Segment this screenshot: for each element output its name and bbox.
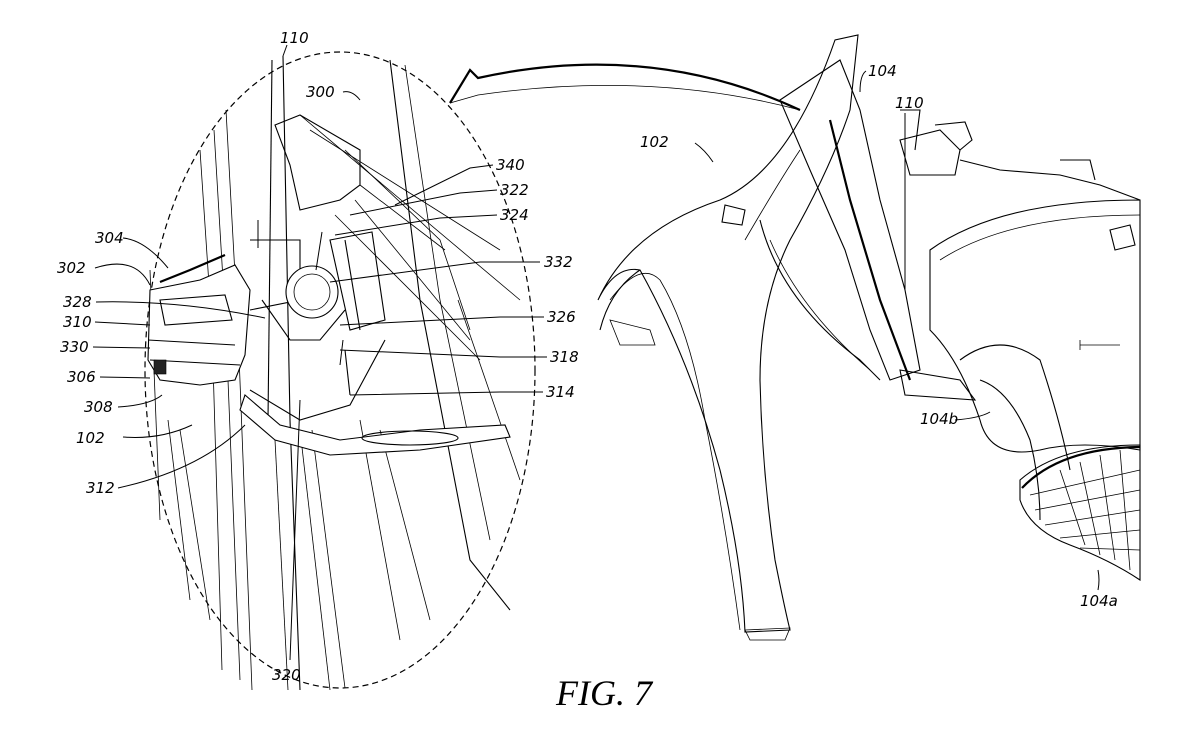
main-view [597, 34, 1141, 641]
label-300: 300 [306, 83, 335, 101]
label-102-main: 102 [640, 133, 669, 151]
label-320: 320 [272, 666, 301, 684]
label-104a: 104a [1080, 592, 1118, 610]
label-312: 312 [86, 479, 115, 497]
fascia [929, 199, 1141, 521]
label-306: 306 [67, 368, 96, 386]
label-302: 302 [57, 259, 86, 277]
detail-flange [239, 394, 511, 456]
figure-caption: FIG. 7 [555, 673, 654, 713]
label-314: 314 [546, 383, 575, 401]
label-318: 318 [550, 348, 579, 366]
label-326: 326 [547, 308, 576, 326]
label-310: 310 [63, 313, 92, 331]
detail-upper-surfaces [274, 114, 521, 361]
label-324: 324 [500, 206, 529, 224]
grille [1019, 444, 1141, 582]
label-110-detail: 110 [280, 29, 309, 47]
detail-view [92, 44, 801, 691]
label-110-main: 110 [895, 94, 924, 112]
label-328: 328 [63, 293, 92, 311]
fender [597, 34, 859, 641]
main-leaders [694, 70, 1100, 591]
detail-boundary-ellipse [144, 51, 536, 689]
label-330: 330 [60, 338, 89, 356]
clip-body [147, 231, 386, 421]
label-322: 322 [500, 181, 529, 199]
label-104b: 104b [920, 410, 958, 428]
bumper-structure [759, 59, 1141, 401]
label-332: 332 [544, 253, 573, 271]
label-308: 308 [84, 398, 113, 416]
reference-labels: 110 300 340 322 324 304 302 332 328 310 … [57, 29, 1118, 713]
label-304: 304 [95, 229, 124, 247]
label-340: 340 [496, 156, 525, 174]
detail-leaders [92, 44, 801, 661]
label-104: 104 [868, 62, 897, 80]
label-102-detail: 102 [76, 429, 105, 447]
